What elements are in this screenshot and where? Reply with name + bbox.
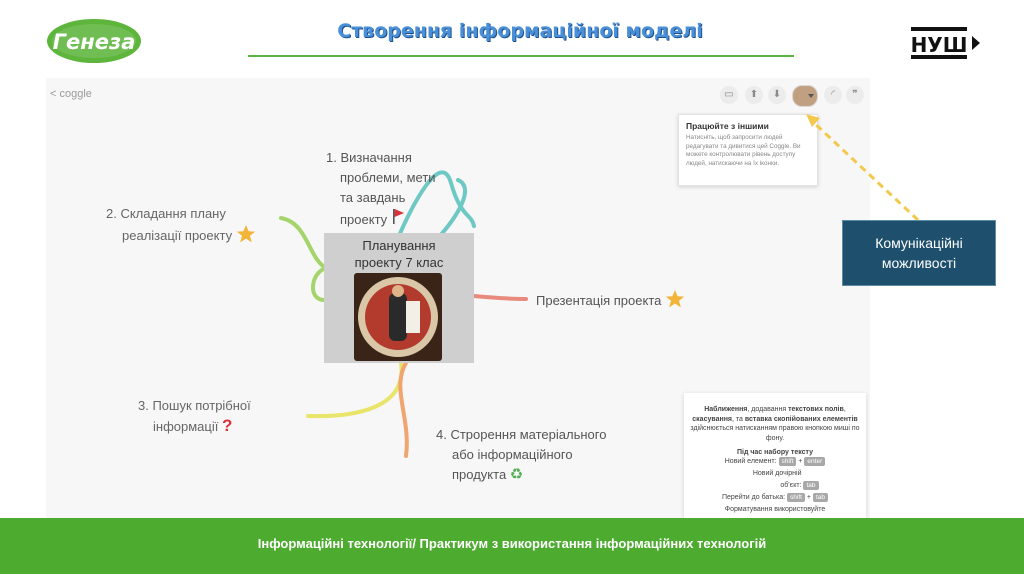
slide-title: Створення інформаційної моделі: [337, 20, 703, 42]
coggle-canvas[interactable]: < coggle ▭ ⬆ ⬇ ◜ ❞ Працюйте з іншими Нат…: [46, 78, 870, 518]
quote-icon[interactable]: ❞: [846, 86, 864, 104]
mindmap-root-node[interactable]: Планування проекту 7 клас: [324, 233, 474, 363]
collaborate-tooltip: Працюйте з іншими Натисніть, щоб запроси…: [678, 114, 818, 186]
root-node-image: [354, 273, 442, 361]
branch-node-4[interactable]: 4. Строрення матеріального або інформаці…: [436, 427, 607, 483]
branch-node-2[interactable]: 2. Складання плану реалізації проекту: [106, 204, 256, 246]
title-underline: [248, 55, 794, 57]
download-icon[interactable]: ⬇: [768, 86, 786, 104]
shortcuts-panel: Наближення, додавання текстових полів, с…: [684, 393, 866, 518]
callout-communication: Комунікаційні можливості: [842, 220, 996, 286]
tooltip-title: Працюйте з іншими: [686, 121, 769, 131]
flag-icon: [392, 209, 404, 224]
shortcut-row: Новий дочірній об'єкт: tab: [690, 468, 860, 492]
shortcut-row: Перейти до батька: shift + tab: [690, 492, 860, 504]
root-node-label: Планування проекту 7 клас: [354, 238, 444, 270]
play-arrow-icon: [972, 36, 980, 50]
branch-line-4: [398, 361, 409, 458]
shortcut-row: Новий елемент: shift + enter: [690, 456, 860, 468]
nush-logo: НУШ: [910, 26, 982, 60]
mindmap-branches: [279, 170, 528, 458]
branch-line-5: [472, 294, 528, 301]
genesa-logo-text: Генеза: [53, 30, 136, 54]
curve-icon[interactable]: ◜: [824, 86, 842, 104]
tooltip-text: Натисніть, щоб запросити людей редагуват…: [686, 134, 801, 167]
present-icon[interactable]: ▭: [720, 86, 738, 104]
genesa-logo: Генеза: [46, 18, 142, 64]
branch-node-3[interactable]: 3. Пошук потрібної інформації ?: [138, 398, 251, 435]
upload-icon[interactable]: ⬆: [745, 86, 763, 104]
question-icon: ?: [221, 416, 233, 435]
star-icon: [665, 290, 685, 308]
shortcuts-heading: Під час набору тексту: [736, 449, 814, 456]
branch-line-1: [396, 170, 476, 240]
branch-node-1[interactable]: 1. Визначання проблеми, мети та завдань …: [326, 150, 436, 227]
footer-text: Інформаційні технології/ Практикум з вик…: [257, 536, 767, 551]
branch-line-2: [279, 216, 328, 302]
coggle-back-link[interactable]: < coggle: [50, 88, 92, 100]
recycle-icon: ♻: [509, 466, 524, 483]
shortcuts-intro: Наближення, додавання текстових полів, с…: [690, 406, 860, 442]
nush-logo-text: НУШ: [911, 33, 968, 57]
shortcuts-footer-line: Форматування використовуйте: [724, 506, 826, 513]
branch-line-1b: [436, 178, 468, 240]
star-icon: [236, 225, 255, 243]
branch-node-5[interactable]: Презентація проекта: [536, 289, 685, 311]
footer-bar: Інформаційні технології/ Практикум з вик…: [0, 518, 1024, 574]
user-avatar[interactable]: [792, 85, 818, 107]
